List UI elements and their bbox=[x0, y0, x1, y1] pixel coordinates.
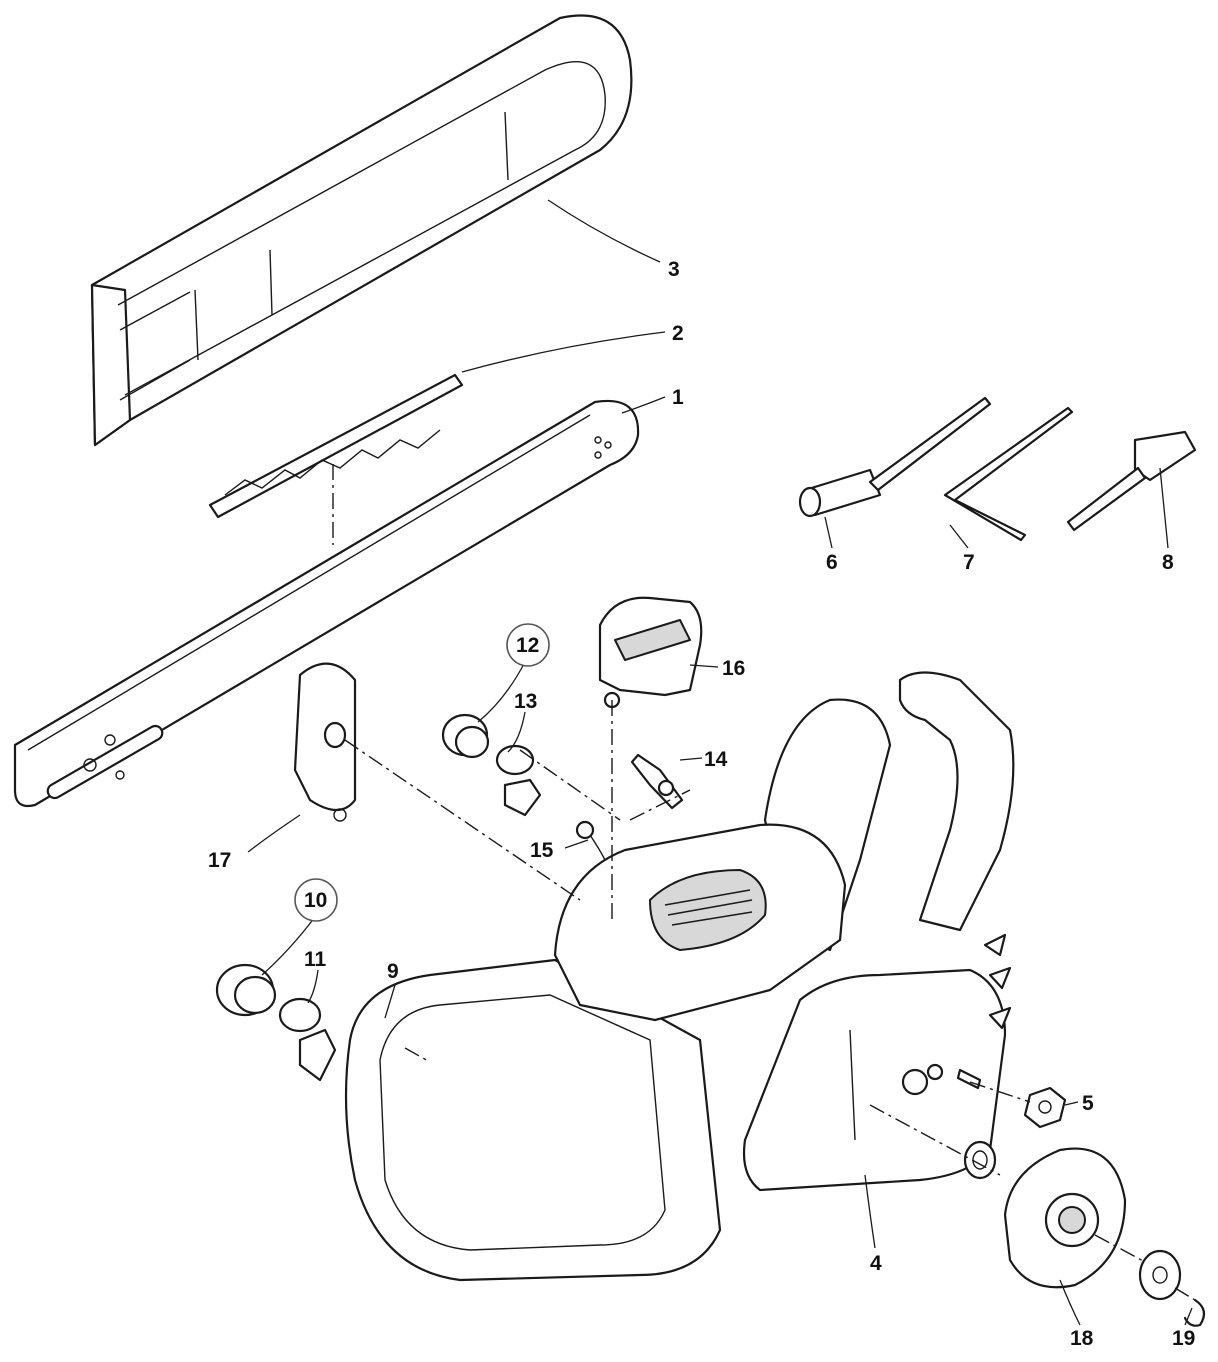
callout-circle-12 bbox=[506, 623, 550, 667]
callout-circle-10 bbox=[294, 878, 338, 922]
chainsaw-powerhead bbox=[344, 671, 1015, 1282]
callout-11: 11 bbox=[304, 948, 327, 971]
fuel-filter bbox=[575, 820, 606, 861]
callout-14: 14 bbox=[704, 748, 728, 771]
air-filter-cover bbox=[598, 596, 703, 709]
combination-wrench bbox=[798, 396, 992, 518]
assembly-lines bbox=[332, 464, 1196, 1301]
screwdriver bbox=[1066, 430, 1197, 532]
callout-15: 15 bbox=[530, 839, 554, 862]
e-clip bbox=[1183, 1298, 1206, 1327]
bar-nut bbox=[1023, 1086, 1067, 1129]
callout-8: 8 bbox=[1162, 551, 1174, 574]
guide-bar bbox=[13, 399, 640, 808]
callout-17: 17 bbox=[208, 849, 231, 872]
callout-1: 1 bbox=[672, 386, 684, 409]
callout-10: 10 bbox=[304, 889, 327, 912]
callout-3: 3 bbox=[668, 258, 680, 281]
fuel-tank-cap bbox=[215, 963, 337, 1082]
callout-2: 2 bbox=[672, 322, 684, 345]
callout-12: 12 bbox=[516, 634, 539, 657]
callout-13: 13 bbox=[514, 690, 537, 713]
hex-key bbox=[943, 406, 1074, 542]
callout-labels: 1 2 3 4 5 6 7 8 9 10 11 12 13 14 15 16 1… bbox=[208, 258, 1195, 1350]
callout-9: 9 bbox=[387, 960, 399, 983]
callout-7: 7 bbox=[963, 551, 975, 574]
leader-lines bbox=[247, 199, 1193, 1326]
clutch-drum bbox=[1003, 1147, 1127, 1289]
bar-scabbard bbox=[90, 14, 633, 447]
callout-16: 16 bbox=[722, 657, 745, 680]
rim-sprocket bbox=[1138, 1249, 1182, 1301]
callout-5: 5 bbox=[1082, 1092, 1094, 1115]
saw-chain bbox=[208, 373, 464, 519]
oil-tank-cap bbox=[441, 713, 542, 817]
spark-plug bbox=[630, 753, 684, 810]
callout-4: 4 bbox=[870, 1252, 882, 1275]
chain-brake-cover bbox=[293, 662, 357, 822]
callout-19: 19 bbox=[1172, 1327, 1195, 1350]
callout-6: 6 bbox=[826, 551, 838, 574]
callout-18: 18 bbox=[1070, 1327, 1094, 1350]
washer bbox=[963, 1140, 997, 1180]
